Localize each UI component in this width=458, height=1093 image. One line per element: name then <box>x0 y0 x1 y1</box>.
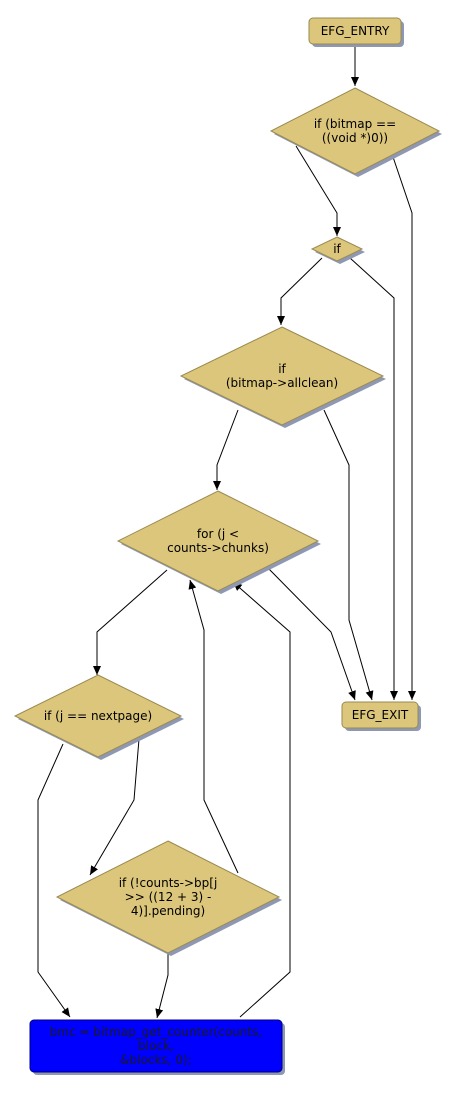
node-label: if (bitmap ==((void *)0)) <box>314 117 396 145</box>
edge-if_bitmap_null-to-if_plain <box>295 145 341 236</box>
edge-if_allclean-to-efg_exit <box>323 409 374 701</box>
decision-diamond <box>116 490 320 592</box>
node-label: for (j <counts->chunks) <box>167 527 269 555</box>
node-label-line: if (!counts->bp[j <box>119 876 218 890</box>
edge-if_pending-to-bmc_assign <box>155 953 169 1019</box>
edge-bmc_assign-to-for_chunks <box>232 581 291 1018</box>
edge-if_plain-to-efg_exit <box>349 257 398 700</box>
node-if-plain: if <box>310 236 365 264</box>
node-label-line: counts->chunks) <box>167 541 269 555</box>
edge-for_chunks-to-if_nextpage <box>93 569 168 675</box>
edges <box>37 45 416 1019</box>
edge-if_allclean-to-for_chunks <box>213 409 239 490</box>
edge-if_pending-to-for_chunks <box>188 579 239 874</box>
node-label: EFG_EXIT <box>352 708 409 722</box>
node-if-bitmap-null: if (bitmap ==((void *)0)) <box>269 87 442 177</box>
node-label-line: if (bitmap == <box>314 117 396 131</box>
process-box <box>341 701 419 729</box>
node-label-line: block, <box>138 1039 174 1053</box>
node-label-line: EFG_EXIT <box>352 708 409 722</box>
node-label-line: for (j < <box>197 527 239 541</box>
node-label-line: if (j == nextpage) <box>44 709 152 723</box>
node-efg-exit: EFG_EXIT <box>341 701 421 731</box>
node-label-line: ((void *)0)) <box>322 131 388 145</box>
process-box <box>308 17 402 45</box>
node-label-line: if <box>278 362 286 376</box>
edge-if_nextpage-to-bmc_assign <box>37 743 71 1018</box>
decision-diamond <box>179 326 385 426</box>
node-label-line: bmc = bitmap_get_counter(counts, <box>50 1025 262 1039</box>
edge-if_bitmap_null-to-efg_exit <box>391 153 416 700</box>
node-label-line: (bitmap->allclean) <box>226 376 338 390</box>
edge-if_nextpage-to-if_pending <box>89 738 140 876</box>
node-if-allclean: if(bitmap->allclean) <box>179 326 386 428</box>
decision-diamond <box>55 840 281 954</box>
node-label: bmc = bitmap_get_counter(counts,block,&b… <box>50 1025 262 1067</box>
decision-diamond <box>310 236 364 262</box>
node-if-nextpage: if (j == nextpage) <box>13 674 184 760</box>
node-label-line: if <box>333 242 341 256</box>
node-label: if <box>333 242 341 256</box>
node-label-line: &blocks, 0); <box>120 1053 191 1067</box>
node-if-pending: if (!counts->bp[j>> ((12 + 3) -4)].pendi… <box>55 840 282 956</box>
node-label: if(bitmap->allclean) <box>226 362 338 390</box>
node-label: if (j == nextpage) <box>44 709 152 723</box>
node-label-line: >> ((12 + 3) - <box>125 890 212 904</box>
process-box <box>29 1019 283 1073</box>
decision-diamond <box>13 674 183 758</box>
node-for-chunks: for (j <counts->chunks) <box>116 490 321 594</box>
node-label: if (!counts->bp[j>> ((12 + 3) -4)].pendi… <box>119 876 218 918</box>
node-label: EFG_ENTRY <box>321 24 390 38</box>
node-label-line: EFG_ENTRY <box>321 24 390 38</box>
edge-if_plain-to-if_allclean <box>277 257 323 325</box>
decision-diamond <box>269 87 441 175</box>
node-bmc-assign: bmc = bitmap_get_counter(counts,block,&b… <box>29 1019 285 1075</box>
node-efg-entry: EFG_ENTRY <box>308 17 404 47</box>
node-label-line: 4)].pending) <box>131 904 205 918</box>
edge-for_chunks-to-efg_exit <box>267 567 356 701</box>
